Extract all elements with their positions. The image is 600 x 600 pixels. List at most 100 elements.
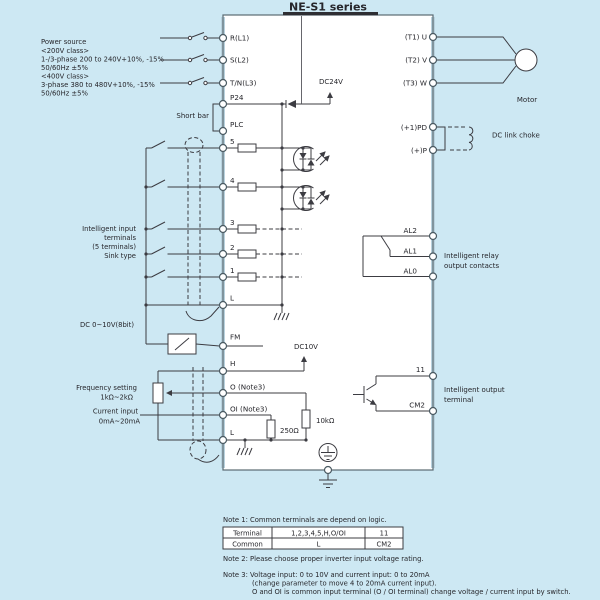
chassis-ground — [273, 312, 290, 321]
relay-output: Intelligent relay output contacts — [362, 235, 500, 277]
power-switch-r — [160, 32, 220, 41]
terminal-circle — [218, 388, 228, 398]
terminal-circle — [428, 55, 438, 65]
power-switch-s — [160, 54, 220, 63]
power-source-line: 50/60Hz ±5% — [41, 64, 88, 72]
note3-text: (change parameter to move 4 to 20mA curr… — [252, 580, 437, 588]
inverter-box: NE-S1 series — [221, 1, 435, 471]
intelligent-output-label: terminal — [444, 396, 473, 404]
terminal-label-fm: FM — [230, 333, 240, 342]
intelligent-input-line: Intelligent input — [82, 225, 136, 233]
terminal-circle — [218, 99, 228, 109]
terminal-label-p: (+)P — [411, 146, 428, 155]
digital-shield — [184, 137, 220, 322]
intelligent-input-line: terminals — [104, 234, 136, 242]
terminal-label-t2v: (T2) V — [405, 56, 427, 65]
terminal-label-2: 2 — [230, 243, 235, 252]
transistor-output: Intelligent output terminal — [353, 375, 505, 412]
current-input-label: 0mA~20mA — [99, 418, 141, 426]
table-cell: CM2 — [377, 541, 392, 549]
analog-external: Frequency setting 1kΩ~2kΩ Current input … — [76, 367, 220, 463]
terminal-circle — [218, 435, 228, 445]
terminal-label-p24: P24 — [230, 93, 244, 102]
note3-text: O and OI is common input terminal (O / O… — [252, 588, 571, 596]
input-switch-3 — [144, 221, 220, 231]
frequency-setting-label: Frequency setting — [76, 384, 137, 392]
input-switches — [144, 140, 220, 344]
power-source-line: 1-/3-phase 200 to 240V+10%, -15% — [41, 56, 164, 64]
earth-ground — [319, 473, 337, 488]
r10k-label: 10kΩ — [316, 417, 335, 425]
intelligent-input-line: (5 terminals) — [92, 243, 136, 251]
power-source-line: <400V class> — [41, 73, 89, 81]
terminal-label-al2: AL2 — [404, 226, 418, 235]
terminal-label-tn-l3: T/N(L3) — [229, 79, 257, 88]
terminal-label-1: 1 — [230, 266, 235, 275]
terminal-label-s-l2: S(L2) — [230, 56, 249, 65]
left-terminal-labels: R(L1) S(L2) T/N(L3) P24 PLC 5 4 3 2 1 L … — [229, 34, 267, 438]
terminal-circle — [218, 272, 228, 282]
terminal-circle — [218, 249, 228, 259]
motor-circle — [514, 48, 538, 72]
power-source-label: Power source <200V class> 1-/3-phase 200… — [41, 38, 164, 98]
terminal-circle — [428, 371, 438, 381]
optocoupler-2 — [280, 185, 330, 211]
table-cell: Common — [232, 541, 263, 549]
terminal-circle — [218, 78, 228, 88]
terminal-circle — [428, 32, 438, 42]
table-cell: Terminal — [232, 530, 262, 538]
terminal-circle — [218, 182, 228, 192]
terminal-label-oi: OI (Note3) — [230, 405, 267, 414]
dc24v-label: DC24V — [319, 78, 343, 86]
relay-output-label: output contacts — [444, 262, 500, 270]
terminal-circle — [218, 126, 228, 136]
terminal-circle — [218, 341, 228, 351]
fm-meter-circuit: DC 0~10V(8bit) — [80, 321, 263, 355]
digital-input-internal — [226, 143, 311, 321]
input-switch-4 — [144, 179, 220, 189]
terminal-circle — [428, 252, 438, 261]
terminal-circle — [218, 366, 228, 376]
terminal-label-r-l1: R(L1) — [230, 34, 249, 43]
terminal-label-pd: (+1)PD — [401, 123, 428, 132]
terminal-circle — [218, 300, 228, 310]
terminal-label-al0: AL0 — [404, 267, 418, 276]
power-source-line: Power source — [41, 38, 86, 46]
terminal-circle — [218, 143, 228, 153]
protective-earth-symbol — [318, 443, 338, 462]
table-cell: 1,2,3,4,5,H,O/OI — [291, 530, 346, 538]
input-switch-1 — [144, 269, 220, 279]
input-switch-5 — [146, 140, 220, 149]
terminal-table: Terminal 1,2,3,4,5,H,O/OI 11 Common L CM… — [222, 526, 404, 550]
frequency-setting-label: 1kΩ~2kΩ — [100, 394, 133, 402]
terminal-label-t1u: (T1) U — [405, 33, 427, 42]
left-terminals — [218, 33, 333, 475]
dc-link-choke-label: DC link choke — [492, 132, 540, 140]
right-terminal-labels: (T1) U (T2) V (T3) W (+1)PD (+)P AL2 AL1… — [401, 33, 428, 410]
terminal-circle — [218, 33, 228, 43]
power-source-line: 3-phase 380 to 480V+10%, -15% — [41, 81, 155, 89]
right-terminals — [428, 32, 438, 416]
terminal-circle — [218, 55, 228, 65]
intelligent-output-label: Intelligent output — [444, 386, 505, 394]
dc-link-choke: DC link choke — [436, 126, 540, 151]
diode — [287, 100, 296, 108]
power-source-line: 50/60Hz ±5% — [41, 90, 88, 98]
table-cell: 11 — [380, 530, 389, 538]
analog-input-internal: 10kΩ 250Ω — [226, 392, 335, 456]
terminal-label-4: 4 — [230, 176, 235, 185]
intelligent-input-line: Sink type — [104, 252, 136, 260]
r250-label: 250Ω — [280, 427, 299, 435]
terminal-circle — [428, 122, 438, 132]
terminal-label-t3w: (T3) W — [403, 79, 427, 88]
terminal-label-cm2: CM2 — [409, 401, 425, 410]
h-dc10v-circuit: DC10V — [226, 343, 318, 372]
dc10v-label: DC10V — [294, 343, 318, 351]
terminal-label-h: H — [230, 359, 235, 368]
note1-text: Note 1: Common terminals are depend on l… — [223, 516, 387, 524]
analog-shield — [189, 367, 220, 463]
terminal-label-l2: L — [230, 428, 234, 437]
terminal-label-5: 5 — [230, 137, 235, 146]
terminal-circle — [428, 78, 438, 88]
